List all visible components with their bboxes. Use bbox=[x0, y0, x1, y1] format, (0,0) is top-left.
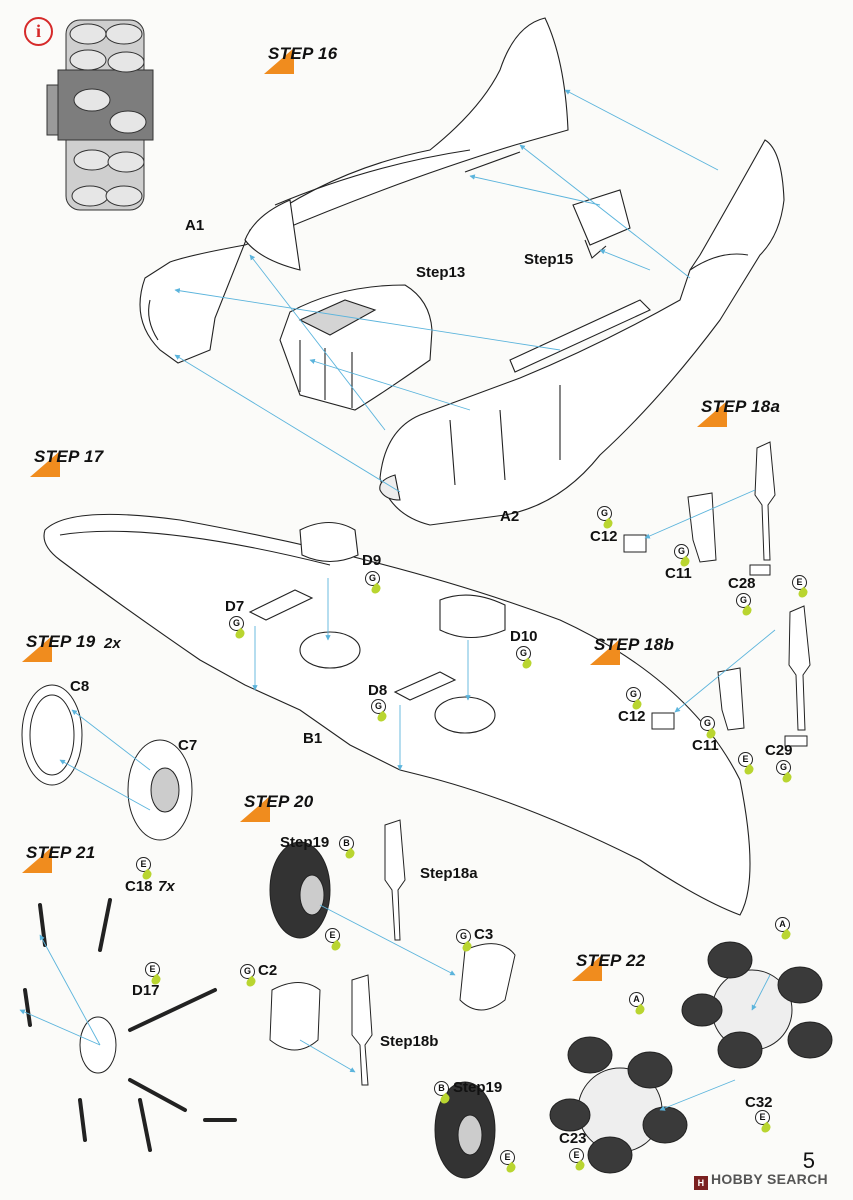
part-label-c12-top: C12 bbox=[590, 528, 618, 545]
paint-badge-e: E bbox=[792, 575, 807, 590]
page-number: 5 bbox=[802, 1148, 815, 1173]
paint-badge-g: G bbox=[371, 699, 386, 714]
part-label-d10: D10 bbox=[510, 628, 538, 645]
step18a-reference: Step18a bbox=[420, 865, 478, 882]
engine-detail-illustration bbox=[46, 19, 154, 211]
part-label-d8: D8 bbox=[368, 682, 388, 699]
step-18a-title: STEP 18a bbox=[701, 397, 781, 416]
fuselage-assembly bbox=[139, 17, 785, 526]
paint-badge-e: E bbox=[500, 1150, 515, 1165]
pushrod-assembly bbox=[23, 898, 237, 1152]
step19-reference-bottom: Step19 bbox=[453, 1079, 503, 1096]
part-label-a1: A1 bbox=[185, 217, 205, 234]
part-label-d7: D7 bbox=[225, 598, 245, 615]
part-label-c29: C29 bbox=[765, 742, 793, 759]
part-label-d9: D9 bbox=[362, 552, 382, 569]
paint-badge-g: G bbox=[597, 506, 612, 521]
paint-badge-g: G bbox=[700, 716, 715, 731]
part-label-c18: C18 bbox=[125, 878, 153, 895]
part-label-c28: C28 bbox=[728, 575, 756, 592]
paint-badge-g: G bbox=[626, 687, 641, 702]
wheel-assembly bbox=[21, 684, 193, 841]
paint-badge-e: E bbox=[145, 962, 160, 977]
step-21-title: STEP 21 bbox=[26, 843, 96, 862]
info-icon: i bbox=[24, 17, 53, 46]
paint-badge-g: G bbox=[674, 544, 689, 559]
part-label-b1: B1 bbox=[303, 730, 323, 747]
main-gear-assembly bbox=[269, 819, 516, 1179]
step18b-reference: Step18b bbox=[380, 1033, 439, 1050]
engine-assembly bbox=[549, 941, 833, 1174]
part-label-c32: C32 bbox=[745, 1094, 773, 1111]
part-label-c11-top: C11 bbox=[665, 565, 692, 582]
step19-reference-top: Step19 bbox=[280, 834, 330, 851]
part-label-c8: C8 bbox=[70, 678, 90, 695]
part-label-c7: C7 bbox=[178, 737, 198, 754]
paint-badge-g: G bbox=[736, 593, 751, 608]
paint-badge-g: G bbox=[365, 571, 380, 586]
watermark-text: HOBBY SEARCH bbox=[711, 1171, 828, 1187]
step-17-title: STEP 17 bbox=[34, 447, 104, 466]
paint-badge-g: G bbox=[240, 964, 255, 979]
step-19-quantity: 2x bbox=[104, 635, 121, 652]
assembly-arrows bbox=[19, 89, 776, 1111]
watermark-logo: H bbox=[694, 1176, 708, 1190]
part-label-a2: A2 bbox=[500, 508, 520, 525]
step-16-title: STEP 16 bbox=[268, 44, 338, 63]
part-label-c11-bottom: C11 bbox=[692, 737, 719, 754]
paint-badge-g: G bbox=[776, 760, 791, 775]
step15-reference: Step15 bbox=[524, 251, 574, 268]
step13-reference: Step13 bbox=[416, 264, 466, 281]
part-label-d17: D17 bbox=[132, 982, 160, 999]
step-19-title: STEP 19 bbox=[26, 632, 96, 651]
paint-badge-g: G bbox=[229, 616, 244, 631]
step-18b-title: STEP 18b bbox=[594, 635, 675, 654]
paint-badge-a: A bbox=[775, 917, 790, 932]
paint-badge-e: E bbox=[738, 752, 753, 767]
paint-badge-b: B bbox=[434, 1081, 449, 1096]
step-22-title: STEP 22 bbox=[576, 951, 646, 970]
paint-badge-b: B bbox=[339, 836, 354, 851]
part-label-c18-quantity: 7x bbox=[158, 878, 175, 895]
paint-badge-g: G bbox=[516, 646, 531, 661]
step-20-title: STEP 20 bbox=[244, 792, 314, 811]
part-label-c2: C2 bbox=[258, 962, 278, 979]
paint-badge-g: G bbox=[456, 929, 471, 944]
paint-badge-e: E bbox=[136, 857, 151, 872]
part-label-c12-bottom: C12 bbox=[618, 708, 646, 725]
paint-badge-e: E bbox=[755, 1110, 770, 1125]
wing-assembly bbox=[43, 513, 751, 916]
paint-badge-e: E bbox=[569, 1148, 584, 1163]
part-label-c3: C3 bbox=[474, 926, 494, 943]
part-label-c23: C23 bbox=[559, 1130, 587, 1147]
paint-badge-a: A bbox=[629, 992, 644, 1007]
paint-badge-e: E bbox=[325, 928, 340, 943]
